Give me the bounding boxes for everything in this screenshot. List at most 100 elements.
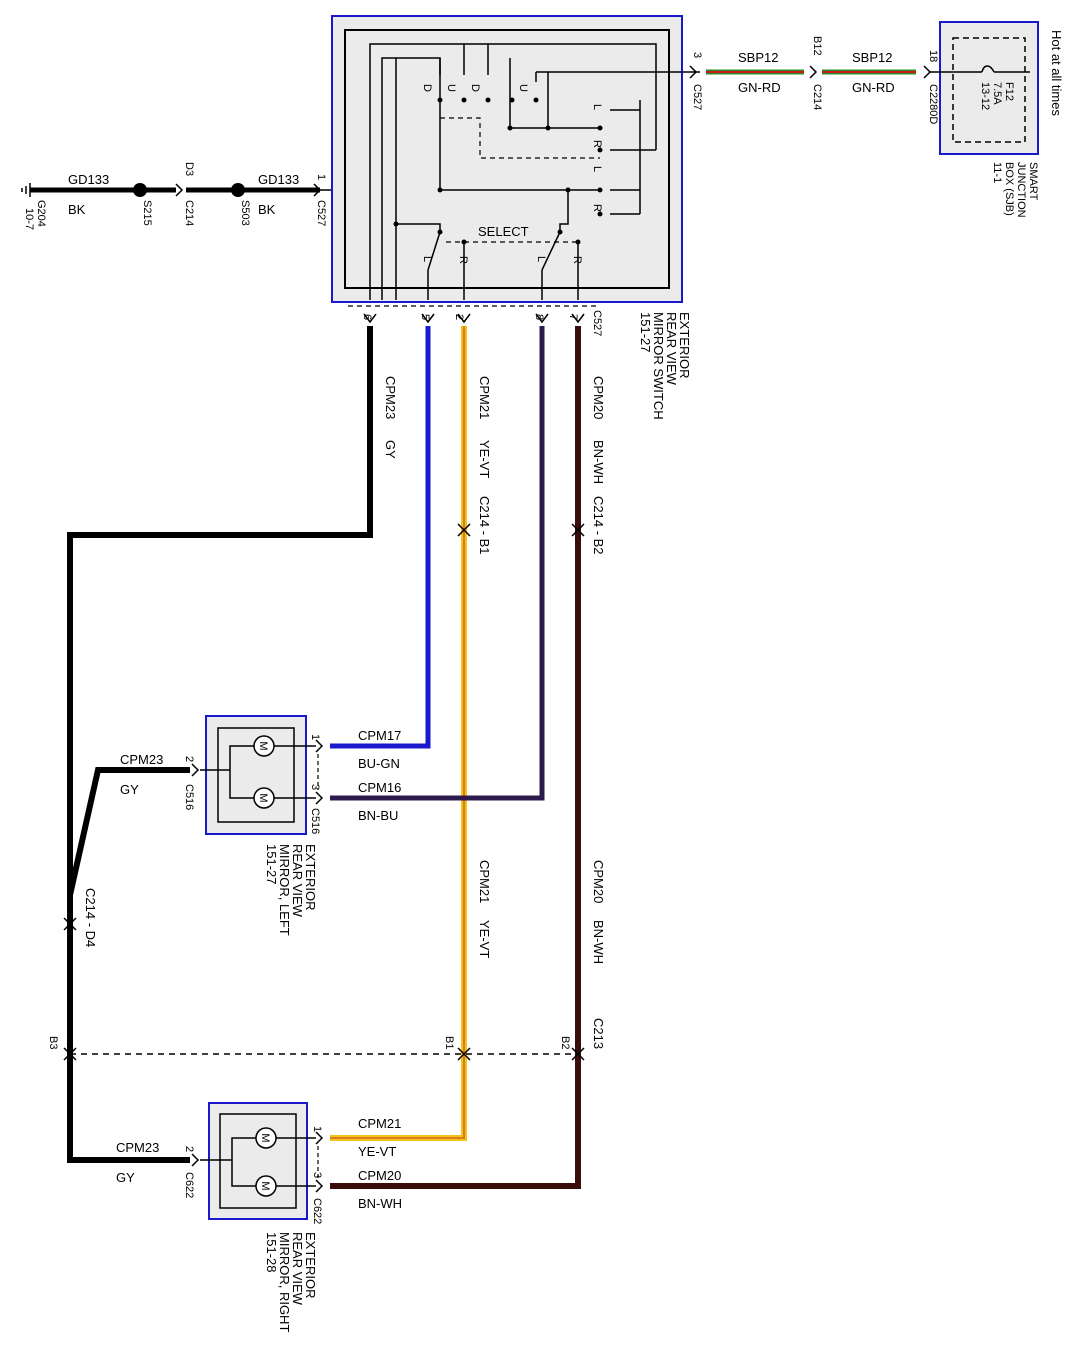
- mirror-left-label-1: EXTERIOR: [303, 844, 318, 910]
- cpm20-circuit-top: CPM20: [591, 376, 606, 419]
- sbp12-circuit-1: SBP12: [738, 50, 778, 65]
- c527-pin1: 1: [315, 174, 327, 180]
- fuse-ref: 13-12: [979, 82, 991, 110]
- c214-inline-connectors: [63, 523, 585, 931]
- gd133-circuit-2: GD133: [258, 172, 299, 187]
- c214-b2-label: C214 - B2: [591, 496, 606, 555]
- c516-pin3: 3: [309, 784, 321, 790]
- cpm20-color-mid: BN-WH: [591, 920, 606, 964]
- c622-pin3: 3: [311, 1172, 323, 1178]
- mirror-left-label-4: 151-27: [264, 844, 279, 884]
- s215-splice-icon: [133, 183, 147, 197]
- mirror-left-motor-1: M: [257, 741, 269, 750]
- c622-pin1: 1: [311, 1126, 323, 1132]
- sbp12-circuit-2: SBP12: [852, 50, 892, 65]
- c214-b12-pin: B12: [811, 36, 823, 56]
- select-r-1: R: [457, 256, 469, 264]
- hot-at-all-times-label: Hot at all times: [1049, 30, 1064, 116]
- c2280d-name: C2280D: [927, 84, 939, 124]
- cpm21-circuit-top: CPM21: [477, 376, 492, 419]
- cpm16-circuit: CPM16: [358, 780, 401, 795]
- cpm17-circuit: CPM17: [358, 728, 401, 743]
- c214-d4-label: C214 - D4: [83, 888, 98, 947]
- switch-pos-u-2: U: [517, 84, 529, 92]
- sjb-label-3: BOX (SJB): [1003, 162, 1015, 216]
- wire-cpm21: CPM21 YE-VT CPM21 YE-VT: [330, 326, 492, 1141]
- mirror-left-box: [205, 715, 307, 835]
- cpm23-circuit-left: CPM23: [120, 752, 163, 767]
- c527-pin7: 7: [567, 314, 579, 320]
- fuse-icon: [981, 65, 995, 73]
- cpm17-color: BU-GN: [358, 756, 400, 771]
- fuse-rating: 7.5A: [991, 82, 1003, 105]
- switch-pos-r-1: R: [591, 140, 603, 148]
- sbp12-color-1: GN-RD: [738, 80, 781, 95]
- c213-b3: B3: [47, 1036, 59, 1049]
- cpm21-color-right: YE-VT: [358, 1144, 396, 1159]
- c527-bottom-name: C527: [591, 310, 603, 336]
- cpm23-color-top: GY: [383, 440, 398, 459]
- select-label: SELECT: [478, 224, 529, 239]
- s503-splice-icon: [231, 183, 245, 197]
- c527-pin3: 3: [691, 52, 703, 58]
- mirror-right-label-3: MIRROR, RIGHT: [277, 1232, 292, 1332]
- cpm20-color-top: BN-WH: [591, 440, 606, 484]
- gd133-circuit-1: GD133: [68, 172, 109, 187]
- c516-pin1: 1: [309, 734, 321, 740]
- cpm20-circuit-right: CPM20: [358, 1168, 401, 1183]
- c622-name-1: C622: [183, 1172, 195, 1198]
- mirror-right-motor-1: M: [259, 1133, 271, 1142]
- power-feed: Hot at all times F12 7.5A 13-12 SMART JU…: [682, 21, 1064, 218]
- c516-name-2: C516: [309, 808, 321, 834]
- smart-junction-box: [939, 21, 1039, 155]
- select-r-2: R: [571, 256, 583, 264]
- c527-pin3-name: C527: [691, 84, 703, 110]
- c213-connector: B3 B1 B2 C213: [47, 1018, 606, 1061]
- gd133-color-2: BK: [258, 202, 276, 217]
- ground-circuit: G204 10-7 GD133 BK S215 D3 C214 S503 GD1…: [21, 162, 440, 230]
- switch-pos-l-2: L: [591, 166, 603, 172]
- switch-pos-l-1: L: [591, 104, 603, 110]
- select-l-1: L: [421, 256, 433, 262]
- mirror-left-motor-2: M: [257, 793, 269, 802]
- wire-cpm20: CPM20 BN-WH CPM20 BN-WH: [330, 326, 606, 1189]
- switch-label-2: REAR VIEW: [664, 312, 679, 386]
- c527-pin1-name: C527: [315, 200, 327, 226]
- cpm21-circuit-mid: CPM21: [477, 860, 492, 903]
- mirror-right-label-1: EXTERIOR: [303, 1232, 318, 1298]
- c2280d-pin: 18: [927, 50, 939, 62]
- c214-d3-connector-icon: [175, 183, 184, 197]
- s215-label: S215: [141, 200, 153, 226]
- cpm23-circuit-top: CPM23: [383, 376, 398, 419]
- mirror-switch: D U D U L R L R SELECT L R L R 6 5 2 8 7…: [331, 15, 692, 420]
- sjb-label-4: 11-1: [991, 162, 1003, 183]
- cpm21-color-top: YE-VT: [477, 440, 492, 478]
- sbp12-color-2: GN-RD: [852, 80, 895, 95]
- switch-pos-d-1: D: [421, 84, 433, 92]
- switch-label-4: 151-27: [638, 312, 653, 352]
- c527-bottom-connectors: [363, 313, 585, 324]
- mirror-right-label-4: 151-28: [264, 1232, 279, 1272]
- g204-name: G204: [35, 200, 47, 227]
- mirror-left-label-3: MIRROR, LEFT: [277, 844, 292, 936]
- mirror-left: M M 1 3 2 C516 C516 EXTERIOR REAR VIEW M…: [183, 715, 324, 936]
- sjb-label-2: JUNCTION: [1015, 162, 1027, 218]
- c214-d3-pin: D3: [183, 162, 195, 176]
- wire-cpm23: CPM23 GY: [67, 326, 398, 1163]
- c527-pin1-connector-icon: [313, 183, 322, 197]
- mirror-right-label-2: REAR VIEW: [290, 1232, 305, 1306]
- c214-d3-name: C214: [183, 200, 195, 226]
- sjb-label-1: SMART: [1027, 162, 1039, 201]
- cpm16-color: BN-BU: [358, 808, 398, 823]
- mirror-right: M M 1 3 2 C622 C622 EXTERIOR REAR VIEW M…: [183, 1102, 324, 1332]
- select-l-2: L: [535, 256, 547, 262]
- c2280d-connector-icon: [923, 65, 932, 79]
- switch-label-1: EXTERIOR: [677, 312, 692, 378]
- c214-b1-label: C214 - B1: [477, 496, 492, 555]
- g204-ref: 10-7: [23, 208, 35, 230]
- c213-b2: B2: [559, 1036, 571, 1049]
- switch-pos-d-2: D: [469, 84, 481, 92]
- mirror-right-motor-2: M: [259, 1181, 271, 1190]
- cpm20-color-right: BN-WH: [358, 1196, 402, 1211]
